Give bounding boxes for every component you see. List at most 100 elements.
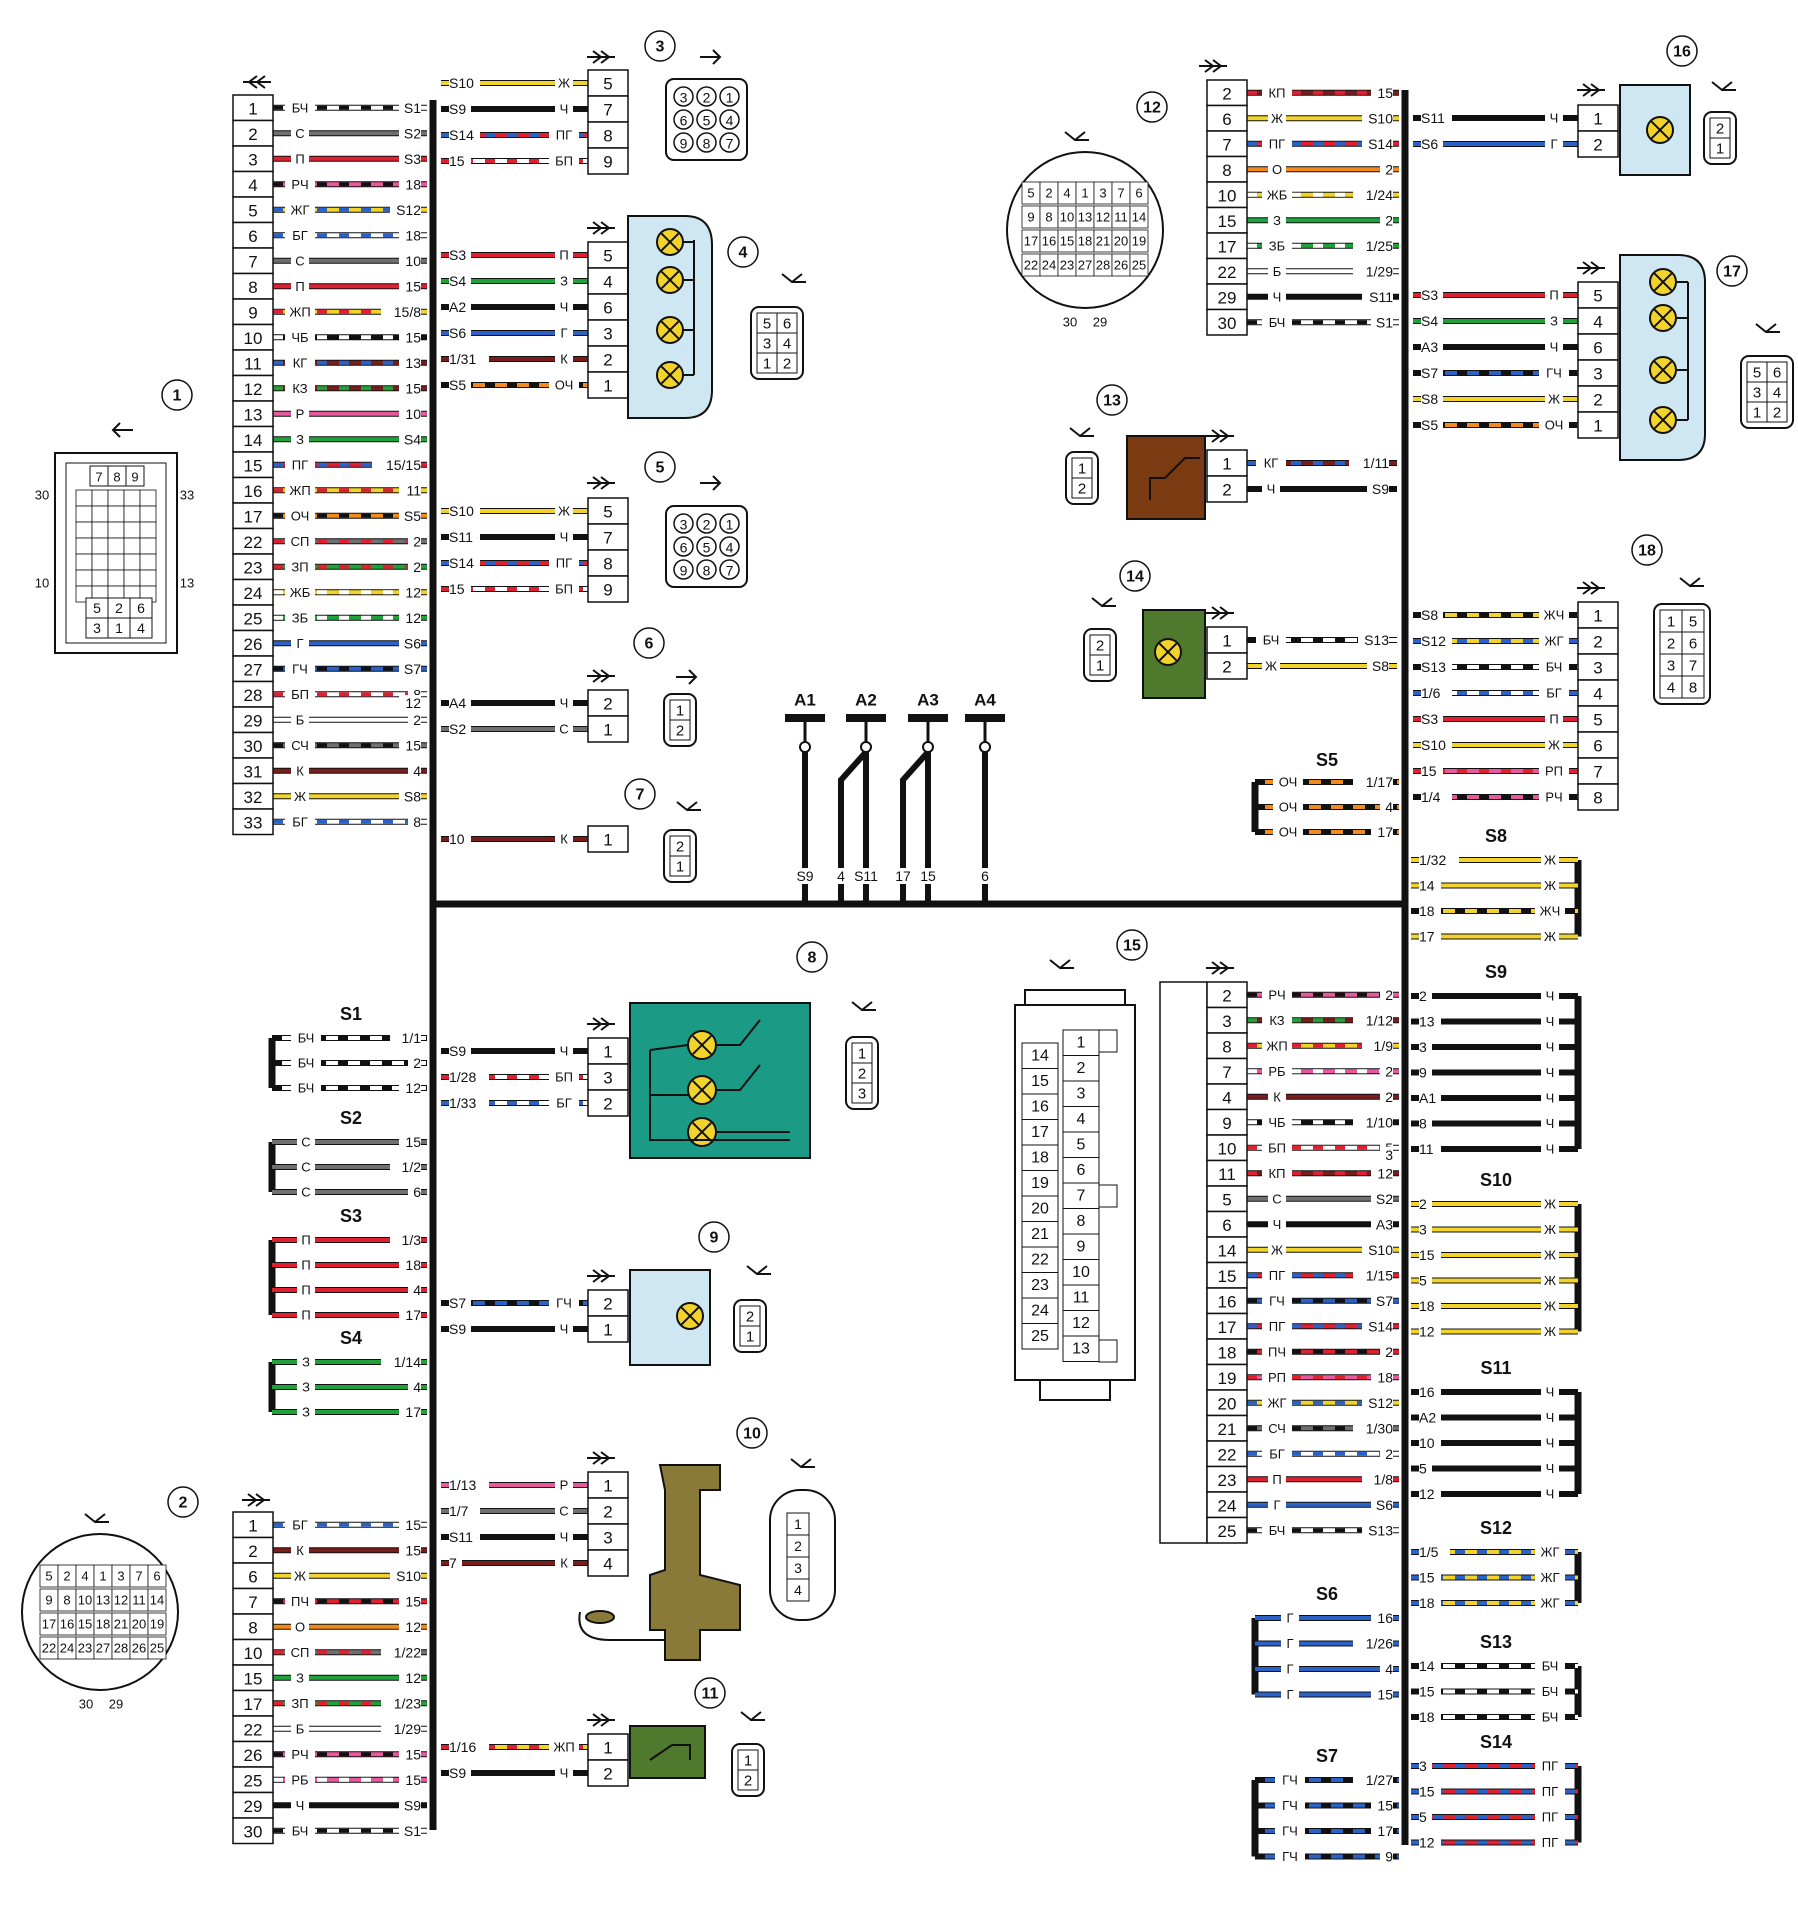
lamp-icon-cross [692,1122,712,1142]
splice-S7-title: S7 [1316,1746,1338,1766]
conn1-wire-color: П [295,151,304,166]
conn1-pin: 33 [244,813,263,832]
connector-callout-number: 8 [808,950,817,967]
splice-S14-end-bg [1419,1809,1432,1825]
conn15-wire-color-bg [1268,1241,1286,1258]
conn1-wire-end: S6 [404,635,421,651]
splice-S12-title: S12 [1480,1518,1512,1538]
splice-S4-end-bg [408,1379,421,1395]
conn11-wire-color: ЖП [553,1740,574,1755]
splice-S3-color: П [301,1283,310,1298]
conn3-wire-start-bg [449,75,480,91]
conn1-wire-color-bg [291,125,309,142]
conn15-wire-color-bg [1262,1292,1292,1309]
conn15-wire-color-bg [1268,1496,1286,1513]
splice-S9-color-bg [1541,1039,1559,1055]
conn18-face-cell-number: 3 [1667,658,1675,675]
conn3-wire-color: Ж [558,76,570,91]
splice-S2-color-bg [297,1159,315,1175]
splice-S5-end-bg [1371,824,1393,840]
conn3-face-socket [673,109,694,130]
direction-arrow-icon [111,422,133,438]
conn15-wire-color: ПЧ [1268,1344,1286,1359]
conn17-pin: 6 [1593,339,1602,358]
ground-A3-wire [900,750,931,904]
splice-S12-color: ЖГ [1540,1596,1559,1611]
conn12-round-number: 9 [1027,210,1034,225]
conn8-wire-start: 1/28 [449,1069,476,1085]
conn1-wire-end-bg [399,737,421,754]
conn15-wire-color: БЧ [1269,1523,1286,1538]
connector-callout-number: 16 [1673,44,1691,61]
splice-S14-end: 15 [1419,1784,1435,1800]
conn6-wire-color-bg [555,695,573,711]
conn1-body-grid [91,521,109,539]
splice-S9-color-bg [1541,1064,1559,1081]
splice-S9-color-bg [1541,1013,1559,1030]
conn12-wire-end: 15 [1377,85,1393,101]
conn3-face-socket [719,132,740,153]
splice-S9-color: Ч [1546,1091,1555,1106]
splice-S10-end: 15 [1419,1247,1435,1263]
conn14-pin-box [1206,652,1248,680]
conn17-wire-start-bg [1421,365,1443,381]
connector-callout-number: 18 [1638,543,1656,560]
conn1-pin: 16 [244,482,263,501]
conn1-wire-end-bg [399,150,421,167]
sensor-10-float [585,1610,615,1624]
conn18-pin-box [1577,679,1619,707]
conn18-wire-color: Ж [1548,738,1560,753]
conn6-face-cell-number: 2 [676,723,684,740]
splice-S4-end-bg [381,1354,421,1370]
connector-callout-number: 13 [1103,393,1121,410]
conn15-pin: 5 [1222,1190,1231,1209]
conn12-wire-end-bg [1371,84,1393,101]
conn11-pin: 1 [603,1739,612,1758]
conn5-face-socket [719,513,740,534]
conn9-wire-start: S9 [449,1321,466,1337]
conn13-pin-box [1206,475,1248,503]
conn1-wire-color-bg [291,711,309,728]
conn1-body-grid [107,505,125,523]
conn6-pin-box [587,715,629,743]
conn1-body-grid [139,537,157,555]
conn1-pin-box [232,782,274,810]
conn10-pin-box [587,1549,629,1577]
conn2-wire-end: 12 [405,1670,421,1686]
conn15-wire-color: РБ [1268,1064,1285,1079]
conn16-wire-start-bg [1421,136,1443,152]
conn10-wire-start: 1/7 [449,1503,469,1519]
conn11-wire-start-bg [449,1765,471,1781]
conn18-pin: 8 [1593,789,1602,808]
splice-S1-color-bg [291,1080,321,1096]
conn5-pin-box [587,497,629,525]
conn3-face-socket-number: 3 [680,90,688,106]
conn15-wire-color-bg [1268,1088,1286,1105]
splice-S10-color: Ж [1544,1222,1556,1237]
conn1-pin: 30 [244,737,263,756]
conn15-wire-color: СЧ [1268,1421,1286,1436]
conn2-wire-end-bg [399,1618,421,1635]
splice-S14-color: ПГ [1542,1835,1558,1850]
splice-S9-end: 8 [1419,1116,1427,1132]
conn4-wire-start: S5 [449,377,466,393]
conn10-face-number: 1 [794,1516,802,1532]
conn15-wire-color: КЗ [1269,1013,1284,1028]
direction-arrow-icon [700,49,722,65]
conn12-wire-color-bg [1268,161,1286,178]
conn14-pin: 2 [1222,658,1231,677]
conn12-pin: 30 [1218,314,1237,333]
socket-fork-icon [1755,323,1780,334]
splice-S7-end-bg [1371,1797,1393,1814]
conn8-face-cell [851,1082,873,1104]
splice-S8-end-bg [1419,852,1459,868]
splice-S5-end: 17 [1377,824,1393,840]
conn17-wire-start: S8 [1421,391,1438,407]
conn1-pin-box [232,349,274,377]
conn15-wire-color: ПГ [1269,1268,1285,1283]
conn12-wire-color: Б [1273,264,1282,279]
connector-callout-circle [698,1221,730,1253]
conn5-wire-start: S11 [449,529,473,545]
conn15-body-cell [1021,1093,1059,1120]
conn15-pin: 6 [1222,1216,1231,1235]
